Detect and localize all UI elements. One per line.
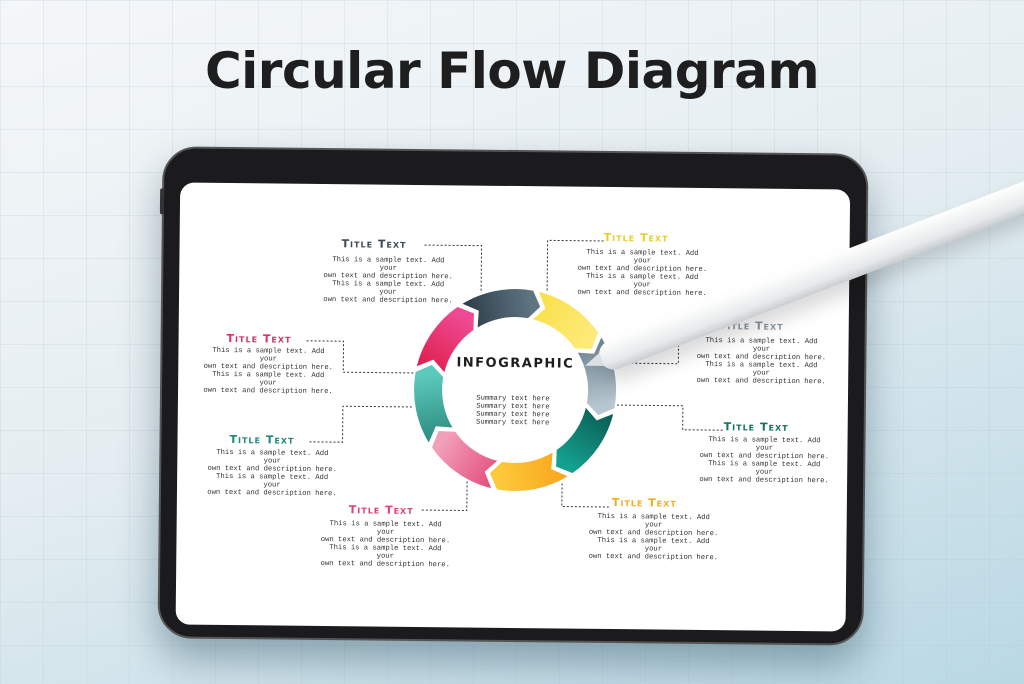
side-button (159, 188, 165, 215)
description-line: This is a sample text. Add your (212, 370, 325, 388)
description-line: This is a sample text. Add your (329, 520, 442, 537)
connector (424, 244, 483, 294)
item-title: Title Text (723, 420, 789, 434)
description-line: own text and description here. (207, 488, 337, 499)
ring-segment-arrow (414, 304, 477, 377)
connector (561, 476, 609, 508)
description-line: This is a sample text. Add your (586, 248, 699, 266)
tablet-screen: INFOGRAPHIC Summary text here Summary te… (175, 182, 851, 632)
description-line: own text and description here. (323, 296, 453, 306)
item-title: Title Text (348, 503, 414, 517)
description-line: This is a sample text. Add your (329, 544, 442, 561)
item-title: Title Text (341, 237, 407, 251)
description-line: This is a sample text. Add your (597, 512, 710, 530)
description-line: This is a sample text. Add your (212, 346, 325, 364)
ring-segment-arrow (528, 289, 601, 352)
description-line: own text and description here. (588, 552, 719, 563)
item-title: Title Text (229, 433, 295, 447)
flow-diagram (306, 239, 723, 512)
connector (309, 405, 418, 443)
description-line: This is a sample text. Add your (705, 337, 818, 354)
description-line: own text and description here. (577, 288, 707, 299)
item-title: Title Text (603, 230, 669, 245)
ring-segment-arrow (487, 448, 572, 493)
description-line: This is a sample text. Add your (708, 436, 821, 453)
description-line: own text and description here. (696, 376, 826, 387)
ring-segment-arrow (412, 362, 457, 447)
ring-segment-arrow (554, 403, 616, 476)
description-line: This is a sample text. Add your (216, 448, 329, 466)
connector (421, 480, 468, 512)
tablet: INFOGRAPHIC Summary text here Summary te… (157, 146, 869, 646)
description-line: This is a sample text. Add your (708, 460, 821, 477)
description-line: own text and description here. (699, 475, 829, 486)
connector (306, 340, 417, 374)
summary-line: Summary text here (476, 418, 550, 428)
description-line: This is a sample text. Add your (332, 280, 445, 297)
center-summary: Summary text here Summary text here Summ… (468, 395, 558, 428)
description-line: This is a sample text. Add your (597, 536, 710, 554)
center-title: INFOGRAPHIC (456, 355, 575, 372)
ring-segment-arrow (458, 287, 543, 332)
description-line: This is a sample text. Add your (332, 256, 445, 273)
description-line: This is a sample text. Add your (705, 361, 818, 378)
circular-ring (412, 287, 619, 493)
description-line: own text and description here. (203, 386, 333, 397)
ring-segment-arrow (429, 429, 502, 491)
description-line: This is a sample text. Add your (216, 472, 329, 490)
item-title: Title Text (611, 496, 677, 510)
item-title: Title Text (226, 331, 292, 346)
description-line: own text and description here. (320, 559, 450, 570)
connector (607, 404, 723, 431)
headline: Circular Flow Diagram (204, 42, 820, 100)
description-line: This is a sample text. Add your (586, 272, 699, 290)
